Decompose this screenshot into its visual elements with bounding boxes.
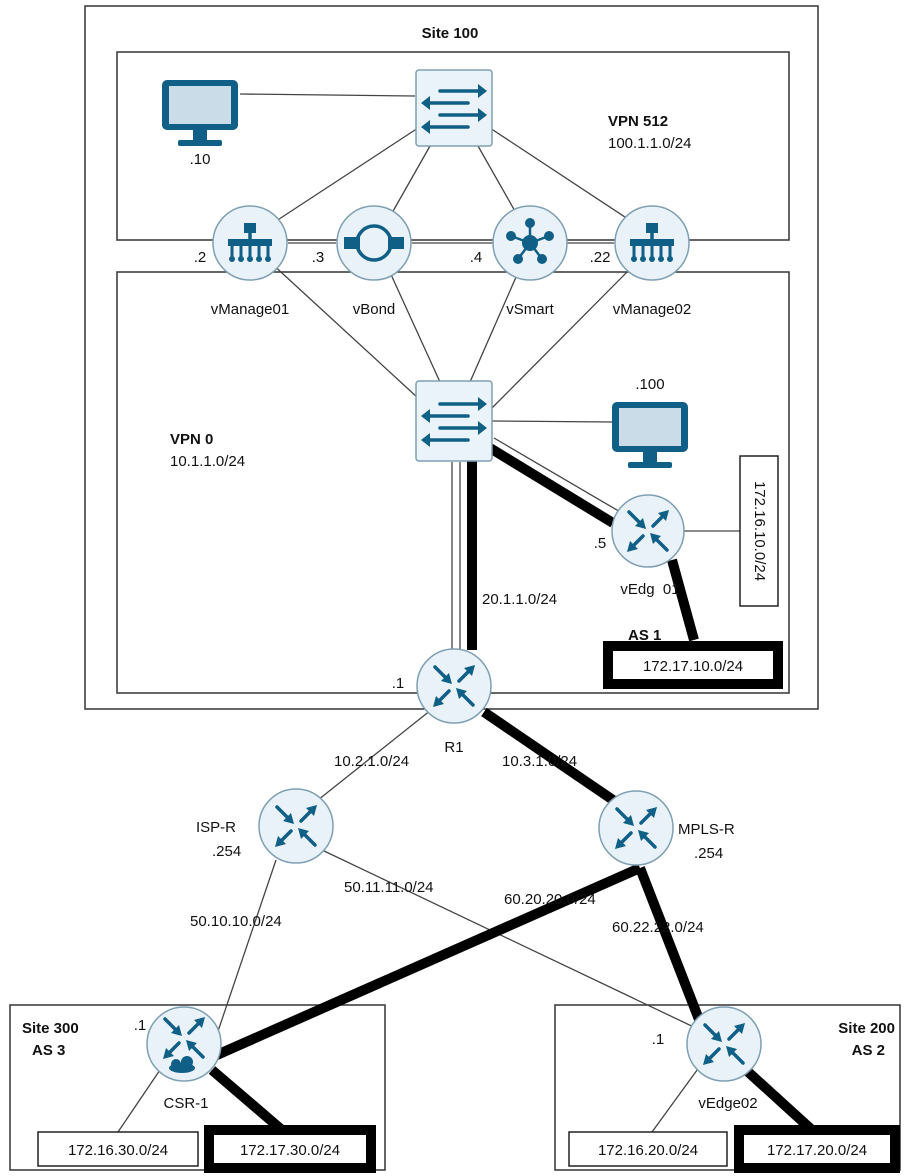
vmanage02-label: vManage02 bbox=[613, 301, 691, 318]
csr-lan2-box bbox=[204, 1125, 376, 1173]
vbond-icon bbox=[344, 224, 404, 262]
thick-link-vedge02-lan2 bbox=[742, 1066, 816, 1134]
vmanage-icon bbox=[630, 223, 674, 262]
vedge01-addr: .5 bbox=[594, 535, 607, 552]
mpls-router bbox=[598, 790, 674, 866]
vedge02-lan2-text: 172.17.20.0/24 bbox=[767, 1142, 867, 1159]
sw-r1-subnet: 20.1.1.0/24 bbox=[482, 591, 557, 608]
vpn-0-subnet: 10.1.1.0/24 bbox=[170, 453, 245, 470]
csr-lan1-text: 172.16.30.0/24 bbox=[68, 1142, 168, 1159]
mpls-csr-subnet: 60.20.20.0/24 bbox=[504, 891, 596, 908]
monitor-mid-icon bbox=[612, 402, 688, 468]
vedge02-label: vEdge02 bbox=[698, 1095, 757, 1112]
vedge01-label: vEdg 01 bbox=[620, 581, 679, 598]
isp-vedge02-subnet: 50.11.11.0/24 bbox=[344, 879, 434, 896]
csr1-router bbox=[146, 1006, 222, 1082]
site-200-title: Site 200 bbox=[838, 1020, 895, 1037]
link-r1-isp bbox=[317, 705, 437, 801]
site-100-title: Site 100 bbox=[422, 25, 479, 42]
vbond-label: vBond bbox=[353, 301, 396, 318]
vedge02-lan1-box bbox=[568, 1131, 728, 1167]
thick-link-vedge01-lan2 bbox=[667, 558, 699, 642]
vmanage02-device bbox=[614, 205, 690, 281]
vpn-0-name: VPN 0 bbox=[170, 431, 213, 448]
switch-mid bbox=[415, 380, 493, 462]
switch-arrows-icon bbox=[421, 397, 487, 447]
csr1-label: CSR-1 bbox=[163, 1095, 208, 1112]
isp-label: ISP-R bbox=[196, 819, 236, 836]
thick-link-csr-lan2 bbox=[208, 1066, 286, 1134]
switch-top bbox=[415, 69, 493, 147]
vedge01-lan2-box bbox=[603, 641, 783, 689]
vedge01-lan1-box bbox=[739, 455, 779, 607]
vedge02-router bbox=[686, 1006, 762, 1082]
vmanage02-addr: .22 bbox=[590, 249, 611, 266]
vedge01-lan2-text: 172.17.10.0/24 bbox=[643, 658, 743, 675]
vedge01-router bbox=[611, 494, 685, 568]
cloud-icon bbox=[169, 1056, 195, 1073]
link-vbond-switch-mid bbox=[387, 267, 441, 383]
r1-addr: .1 bbox=[392, 675, 405, 692]
thick-link-r1-mpls bbox=[481, 707, 616, 805]
link-vsmart-switch-mid bbox=[469, 267, 521, 383]
isp-addr: .254 bbox=[212, 843, 241, 860]
link-vmanage02-switch-mid bbox=[489, 261, 638, 411]
vpn-512-subnet: 100.1.1.0/24 bbox=[608, 135, 691, 152]
vsmart-hub-icon bbox=[506, 218, 554, 264]
isp-csr-subnet: 50.10.10.0/24 bbox=[190, 913, 282, 930]
switch-arrows-icon bbox=[421, 84, 487, 134]
mpls-addr: .254 bbox=[694, 845, 723, 862]
link-vmanage01-switch-mid bbox=[269, 261, 419, 399]
vbond-device bbox=[336, 205, 412, 281]
site-300-frame bbox=[9, 1004, 386, 1171]
csr-lan2-text: 172.17.30.0/24 bbox=[240, 1142, 340, 1159]
link-switch-top-vmanage01 bbox=[269, 127, 419, 226]
site-200-as: AS 2 bbox=[852, 1042, 885, 1059]
as1-label: AS 1 bbox=[628, 627, 661, 644]
site-200-frame bbox=[554, 1004, 901, 1171]
thick-link-mpls-vedge02 bbox=[635, 866, 705, 1024]
link-switch-top-vbond bbox=[387, 145, 431, 221]
vedge01-lan1-text: 172.16.10.0/24 bbox=[751, 481, 768, 581]
mpls-vedge02-subnet: 60.22.22.0/24 bbox=[612, 919, 704, 936]
vpn-512-frame bbox=[116, 51, 790, 241]
vsmart-label: vSmart bbox=[506, 301, 554, 318]
link-pc-top-switch-top bbox=[239, 93, 416, 97]
mpls-label: MPLS-R bbox=[678, 821, 735, 838]
site-300-as: AS 3 bbox=[32, 1042, 65, 1059]
thick-link-mpls-csr bbox=[207, 863, 643, 1063]
monitor-top-icon bbox=[162, 80, 238, 146]
vsmart-addr: .4 bbox=[470, 249, 483, 266]
pc-top-addr: .10 bbox=[190, 151, 211, 168]
vpn-512-name: VPN 512 bbox=[608, 113, 668, 130]
site-300-title: Site 300 bbox=[22, 1020, 79, 1037]
vedge02-addr: .1 bbox=[652, 1031, 665, 1048]
vmanage01-addr: .2 bbox=[194, 249, 207, 266]
link-switch-top-vsmart bbox=[477, 145, 521, 221]
vmanage01-device bbox=[212, 205, 288, 281]
vedge02-lan1-text: 172.16.20.0/24 bbox=[598, 1142, 698, 1159]
vmanage01-label: vManage01 bbox=[211, 301, 289, 318]
vsmart-device bbox=[492, 205, 568, 281]
link-isp-vedge02 bbox=[321, 849, 701, 1031]
r1-router bbox=[416, 648, 492, 724]
vedge02-lan2-box bbox=[734, 1125, 900, 1173]
pc-mid-addr: .100 bbox=[635, 376, 664, 393]
isp-router bbox=[258, 788, 334, 864]
link-switch-top-vmanage02 bbox=[489, 127, 638, 226]
vmanage-icon bbox=[228, 223, 272, 262]
link-vedge02-lan1 bbox=[651, 1065, 701, 1133]
csr1-addr: .1 bbox=[134, 1017, 147, 1034]
r1-isp-subnet: 10.2.1.0/24 bbox=[334, 753, 409, 770]
r1-label: R1 bbox=[444, 739, 463, 756]
r1-mpls-subnet: 10.3.1.0/24 bbox=[502, 753, 577, 770]
link-switch-mid-vedge01-a bbox=[493, 437, 623, 514]
link-switch-mid-pc-mid bbox=[491, 420, 613, 423]
link-isp-csr bbox=[214, 859, 277, 1041]
csr-lan1-box bbox=[37, 1131, 199, 1167]
thick-link-switch-mid-vedge01 bbox=[487, 443, 616, 528]
vbond-addr: .3 bbox=[312, 249, 325, 266]
link-csr-lan1 bbox=[117, 1066, 163, 1133]
